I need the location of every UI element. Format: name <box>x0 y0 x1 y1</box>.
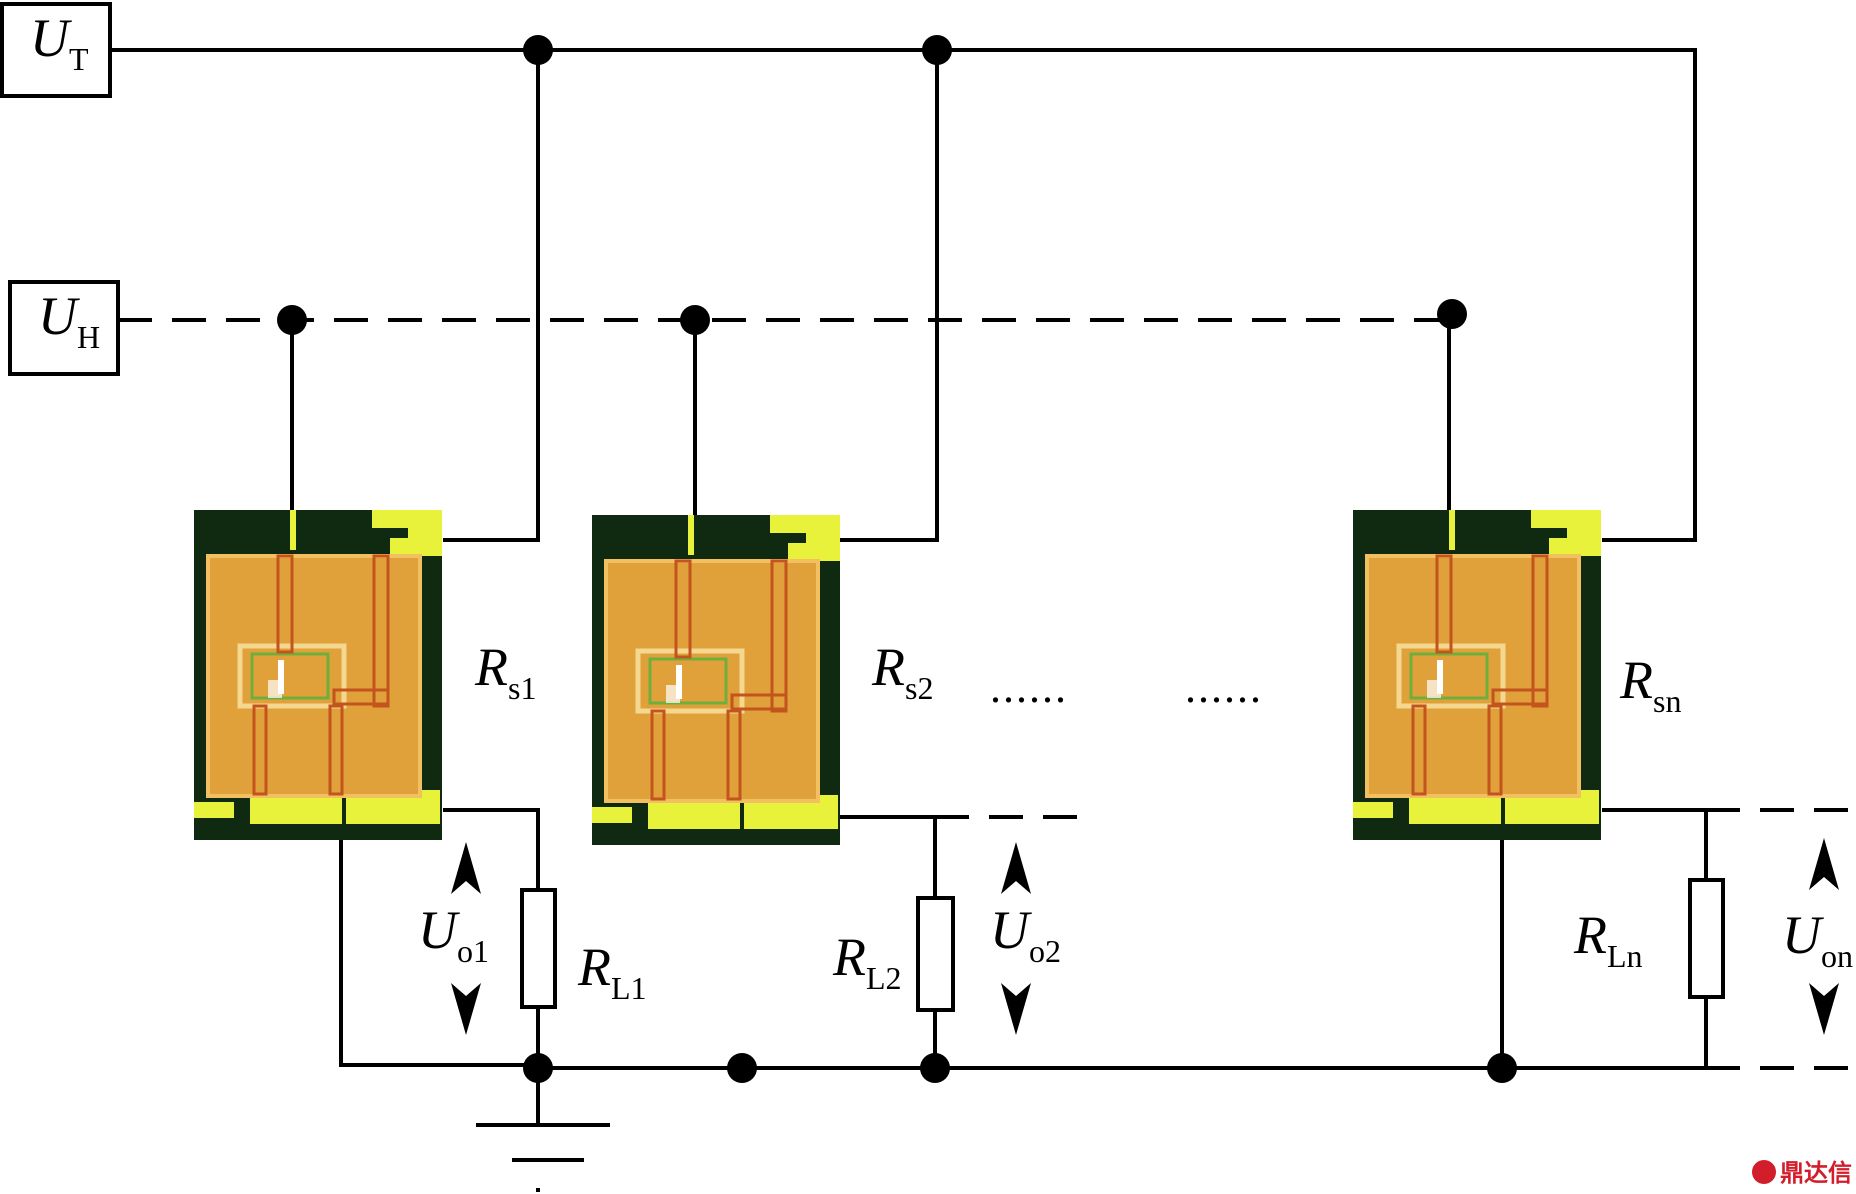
sensor-chip-n <box>1353 510 1601 840</box>
ut-bus-wire <box>110 48 1697 542</box>
ellipsis-2: ...... <box>1185 663 1263 712</box>
ut-branch-2 <box>838 50 939 542</box>
node-ut-1 <box>523 35 553 65</box>
node-uh-2 <box>680 305 710 335</box>
node-ut-2 <box>922 35 952 65</box>
uon-label: Uon <box>1782 905 1853 974</box>
uh-label: UH <box>38 286 100 355</box>
uh-box <box>8 280 120 376</box>
node-uh-1 <box>277 305 307 335</box>
sensor-chip-1 <box>194 510 442 840</box>
rln-label: RLn <box>1573 905 1643 974</box>
node-ground-1 <box>523 1053 553 1083</box>
uon-arrow <box>1809 838 1839 1035</box>
rln-resistor <box>1688 878 1725 999</box>
uo2-arrow <box>1001 842 1031 1035</box>
uo1-arrow <box>451 842 481 1035</box>
rsn-label: Rsn <box>1619 650 1681 719</box>
uo1-label: Uo1 <box>418 900 489 969</box>
rs1-return-wire <box>339 840 538 1067</box>
watermark-icon <box>1752 1160 1776 1184</box>
ground-dot <box>536 1188 540 1192</box>
node-uh-n <box>1437 299 1467 329</box>
rl2-resistor <box>916 896 955 1012</box>
ellipsis-1: ...... <box>990 663 1068 712</box>
rs1-output-wire <box>443 808 540 890</box>
rs2-label: Rs2 <box>871 637 933 706</box>
rl1-resistor <box>520 888 557 1009</box>
ut-branch-1 <box>443 50 540 542</box>
watermark-logo: 鼎达信 <box>1752 1159 1852 1187</box>
sensor-chip-2 <box>592 515 840 845</box>
rl1-label: RL1 <box>577 937 647 1006</box>
ut-label: UT <box>30 8 89 77</box>
node-ground-n <box>1487 1053 1517 1083</box>
rs1-label: Rs1 <box>474 637 536 706</box>
watermark-text: 鼎达信 <box>1780 1159 1852 1187</box>
node-ground-2 <box>920 1053 950 1083</box>
node-ground-mid <box>727 1053 757 1083</box>
rl2-label: RL2 <box>832 927 902 996</box>
uo2-label: Uo2 <box>990 900 1061 969</box>
ut-box <box>0 2 112 98</box>
